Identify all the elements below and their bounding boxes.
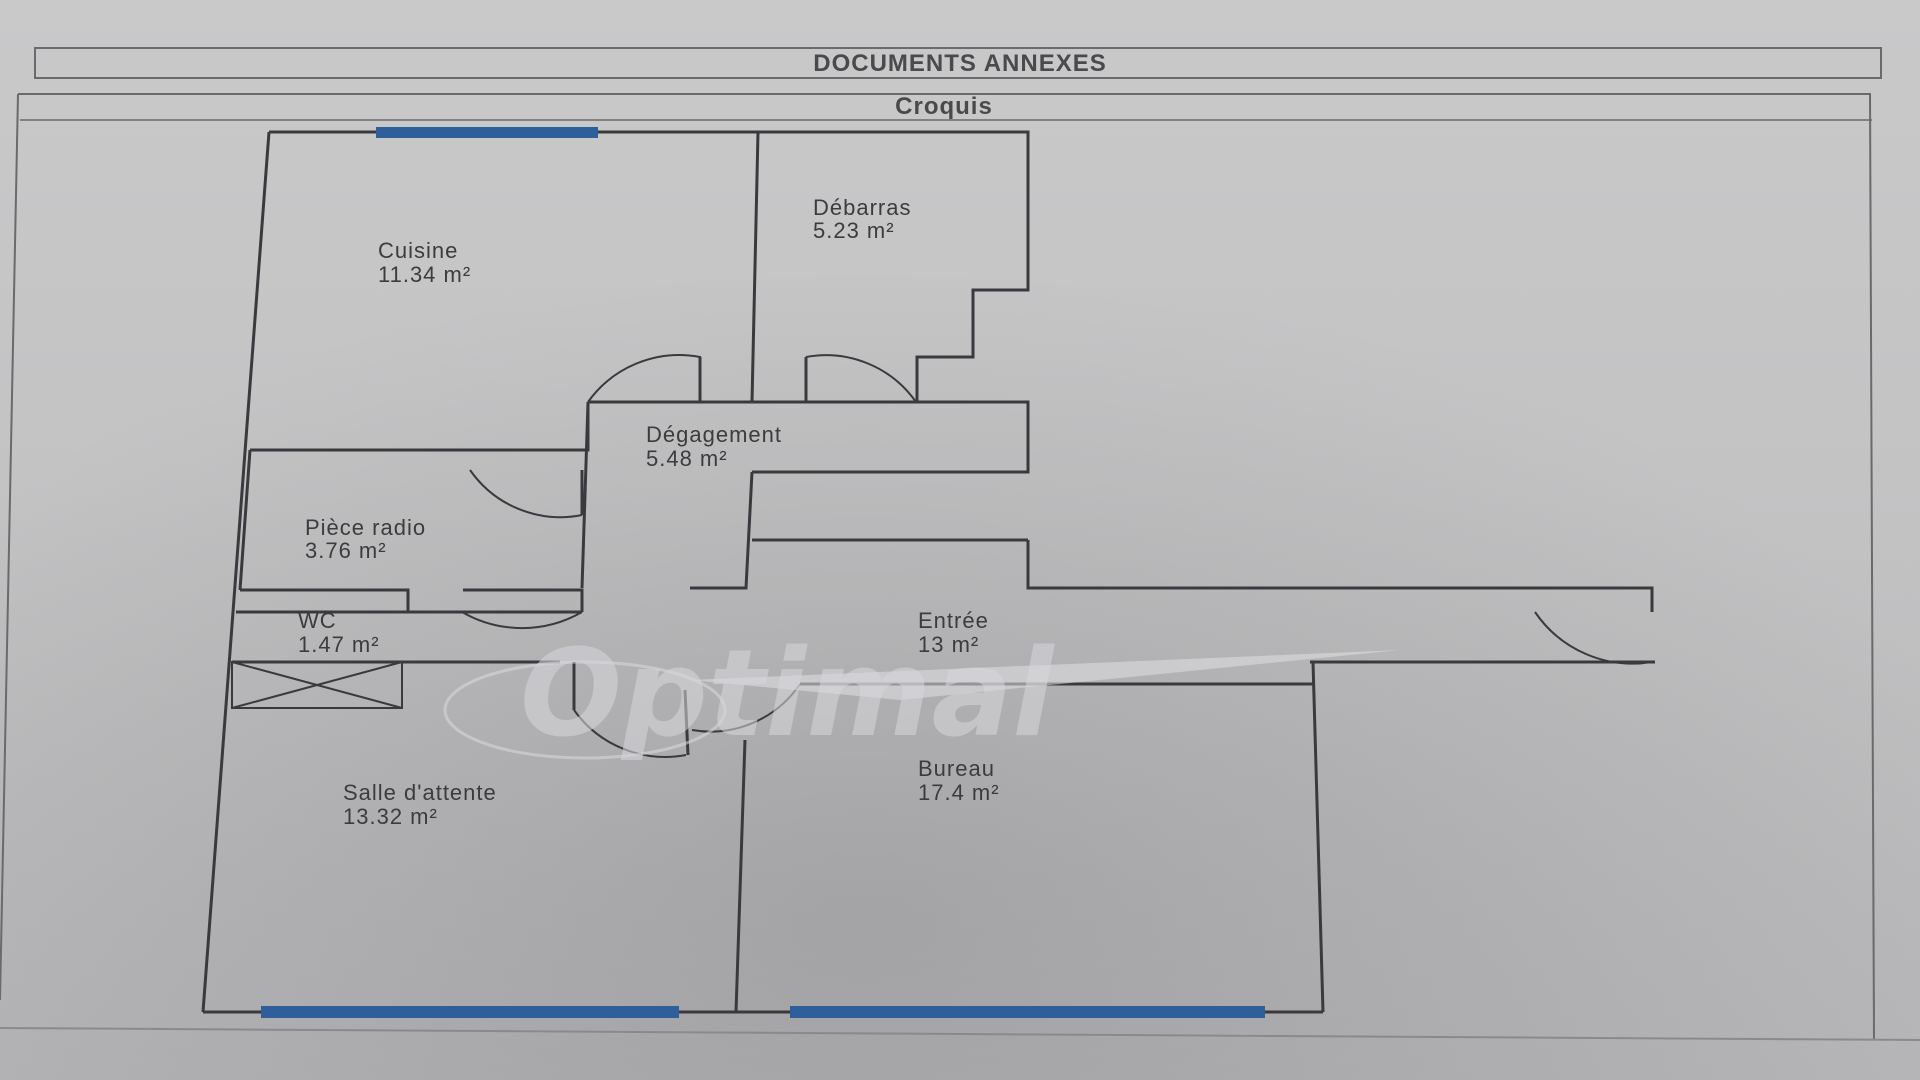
svg-text:WC: WC (298, 608, 337, 633)
croquis-label: Croquis (895, 93, 993, 120)
header-title: DOCUMENTS ANNEXES (813, 50, 1106, 77)
subtitle-box: Croquis (0, 93, 1920, 1041)
windows (261, 127, 1265, 1018)
svg-text:5.23 m²: 5.23 m² (813, 218, 895, 243)
room-label-debarras: Débarras 5.23 m² (813, 195, 911, 243)
room-label-degagement: Dégagement 5.48 m² (646, 422, 782, 471)
svg-text:1.47 m²: 1.47 m² (298, 632, 380, 657)
room-label-wc: WC 1.47 m² (298, 608, 380, 657)
svg-text:Entrée: Entrée (918, 608, 989, 633)
room-label-piece-radio: Pièce radio 3.76 m² (305, 515, 426, 563)
svg-text:17.4 m²: 17.4 m² (918, 780, 1000, 805)
room-label-bureau: Bureau 17.4 m² (918, 756, 1000, 805)
header-box: DOCUMENTS ANNEXES (34, 47, 1882, 79)
svg-text:Cuisine: Cuisine (378, 238, 458, 263)
svg-text:11.34 m²: 11.34 m² (378, 262, 471, 287)
svg-text:3.76 m²: 3.76 m² (305, 538, 387, 563)
svg-text:Pièce radio: Pièce radio (305, 515, 426, 540)
watermark-text: Optimal (520, 625, 1055, 764)
window-waiting-room (261, 1006, 679, 1018)
svg-text:Dégagement: Dégagement (646, 422, 782, 447)
svg-text:13 m²: 13 m² (918, 632, 979, 657)
wc-cross-box (231, 661, 403, 709)
door-swings (461, 354, 1653, 758)
svg-text:Salle d'attente: Salle d'attente (343, 780, 497, 805)
svg-text:5.48 m²: 5.48 m² (646, 446, 728, 471)
svg-text:Débarras: Débarras (813, 195, 911, 220)
window-kitchen (376, 127, 598, 138)
window-office (790, 1006, 1265, 1018)
room-label-cuisine: Cuisine 11.34 m² (378, 238, 471, 287)
svg-text:13.32 m²: 13.32 m² (343, 804, 438, 829)
watermark-logo: Optimal (443, 625, 1400, 764)
svg-text:Bureau: Bureau (918, 756, 995, 781)
room-label-salle-attente: Salle d'attente 13.32 m² (343, 780, 497, 829)
room-label-entree: Entrée 13 m² (918, 608, 989, 657)
